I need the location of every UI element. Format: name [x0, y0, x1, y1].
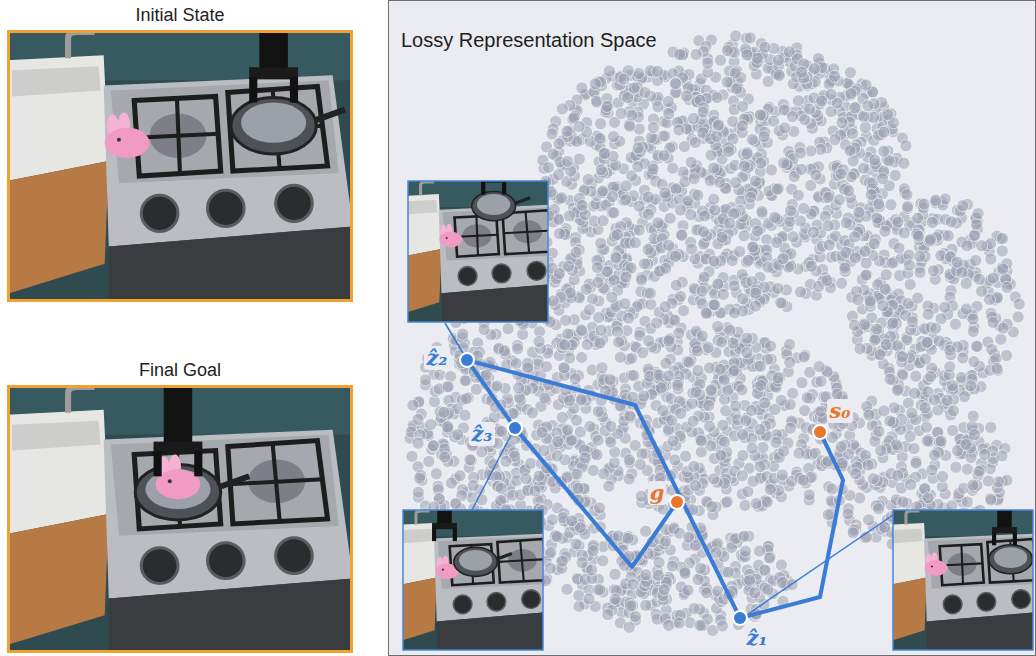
scatter-point: [701, 587, 713, 599]
scatter-point: [997, 233, 1009, 245]
scatter-point: [836, 277, 848, 289]
scatter-point: [584, 420, 596, 432]
scatter-point: [921, 337, 933, 349]
scatter-point: [755, 109, 767, 121]
scatter-point: [793, 447, 805, 459]
scatter-point: [746, 134, 758, 146]
scatter-point: [595, 164, 607, 176]
scatter-point: [957, 352, 969, 364]
scatter-point: [547, 514, 559, 526]
scatter-point: [525, 458, 537, 470]
scatter-point: [985, 253, 997, 265]
scatter-point: [967, 313, 979, 325]
scatter-point: [580, 453, 592, 465]
scatter-point: [747, 242, 759, 254]
scatter-point: [878, 126, 890, 138]
scatter-point: [679, 567, 691, 579]
scatter-point: [947, 424, 959, 436]
scatter-point: [858, 318, 870, 330]
scatter-point: [624, 120, 636, 132]
scatter-point: [996, 245, 1008, 257]
scatter-point: [721, 496, 733, 508]
scatter-point: [510, 358, 522, 370]
scatter-point: [675, 229, 687, 241]
scatter-point: [886, 257, 898, 269]
scatter-point: [595, 118, 607, 130]
scatter-point: [968, 230, 980, 242]
scatter-point: [912, 212, 924, 224]
scatter-point: [412, 486, 424, 498]
scatter-point: [969, 229, 981, 241]
scatter-point: [628, 370, 640, 382]
photo: [7, 385, 353, 653]
scatter-point: [636, 448, 648, 460]
scatter-point: [1013, 298, 1025, 310]
scatter-point: [801, 392, 813, 404]
scatter-point: [633, 68, 645, 80]
scatter-point: [454, 470, 466, 482]
scatter-point: [542, 162, 554, 174]
scatter-point: [961, 463, 973, 475]
scatter-point: [1012, 311, 1024, 323]
scatter-point: [464, 454, 476, 466]
scatter-point: [696, 285, 708, 297]
scatter-point: [719, 436, 731, 448]
scatter-point: [859, 121, 871, 133]
scatter-point: [640, 599, 652, 611]
scatter-point: [478, 324, 490, 336]
scatter-point: [689, 137, 701, 149]
scatter-point: [502, 323, 514, 335]
scatter-point: [737, 100, 749, 112]
scatter-point: [556, 192, 568, 204]
scatter-point: [765, 340, 777, 352]
scatter-point: [893, 242, 905, 254]
photo: [7, 12, 353, 302]
scatter-point: [784, 422, 796, 434]
scatter-point: [950, 461, 962, 473]
scatter-point: [970, 255, 982, 267]
scatter-point: [442, 420, 454, 432]
scatter-point: [427, 440, 439, 452]
scatter-point: [730, 30, 742, 42]
scatter-point: [775, 559, 787, 571]
scatter-point: [858, 162, 870, 174]
scatter-point: [921, 435, 933, 447]
scatter-point: [796, 377, 808, 389]
scatter-point: [959, 391, 971, 403]
scatter-point: [904, 278, 916, 290]
scatter-point: [973, 273, 985, 285]
scatter-point: [539, 392, 551, 404]
scatter-point: [603, 480, 615, 492]
scatter-point: [1001, 350, 1013, 362]
scatter-point: [798, 351, 810, 363]
scatter-point: [898, 227, 910, 239]
scatter-point: [573, 600, 585, 612]
scatter-point: [926, 216, 938, 228]
scatter-point: [608, 131, 620, 143]
scatter-point: [922, 336, 934, 348]
scatter-point: [683, 356, 695, 368]
scatter-point: [712, 321, 724, 333]
scatter-point: [663, 335, 675, 347]
scatter-point: [939, 301, 951, 313]
scatter-point: [653, 556, 665, 568]
scatter-point: [597, 555, 609, 567]
scatter-point: [573, 153, 585, 165]
scatter-point: [995, 333, 1007, 345]
scatter-point: [739, 499, 751, 511]
scatter-point: [787, 387, 799, 399]
